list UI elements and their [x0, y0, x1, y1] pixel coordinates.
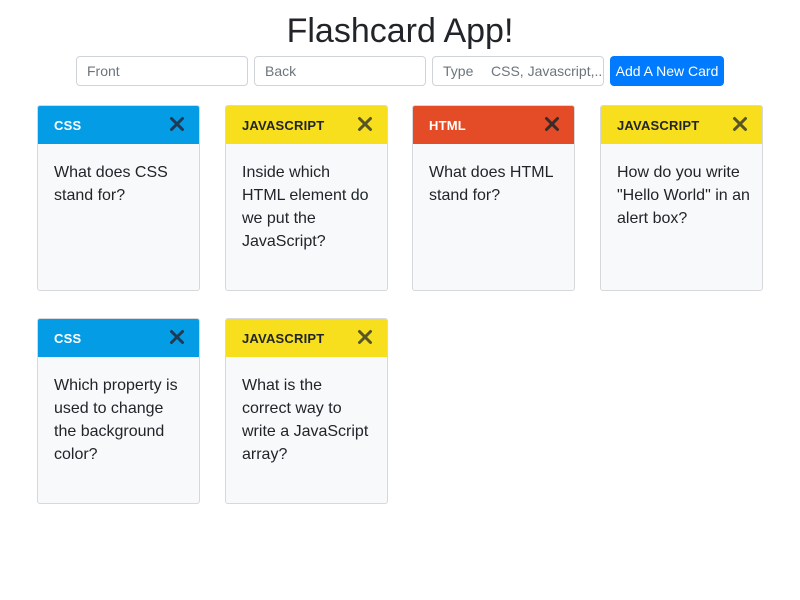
card-question: What does CSS stand for?	[54, 164, 168, 204]
card-header: JAVASCRIPT	[226, 319, 387, 357]
close-icon[interactable]	[732, 116, 748, 132]
back-input-placeholder: Back	[265, 63, 297, 79]
card-question: What does HTML stand for?	[429, 164, 553, 204]
flashcard[interactable]: JAVASCRIPT How do you write "Hello World"…	[600, 105, 763, 291]
page-title: Flashcard App!	[286, 12, 514, 50]
close-icon[interactable]	[169, 329, 185, 345]
close-icon[interactable]	[169, 116, 185, 132]
card-type-label: JAVASCRIPT	[242, 118, 325, 133]
card-type-label: CSS	[54, 118, 82, 133]
flashcard[interactable]: HTML What does HTML stand for?	[412, 105, 575, 291]
card-header: HTML	[413, 106, 574, 144]
flashcard[interactable]: JAVASCRIPT Inside which HTML element do w…	[225, 105, 388, 291]
front-input-placeholder: Front	[87, 63, 120, 79]
close-icon[interactable]	[357, 329, 373, 345]
card-question: Inside which HTML element do we put the …	[242, 164, 369, 250]
type-select[interactable]: Type CSS, Javascript,...	[432, 56, 604, 86]
card-header: JAVASCRIPT	[601, 106, 762, 144]
card-question: What is the correct way to write a JavaS…	[242, 377, 369, 463]
back-input[interactable]: Back	[254, 56, 426, 86]
card-type-label: HTML	[429, 118, 466, 133]
card-type-label: JAVASCRIPT	[617, 118, 700, 133]
card-type-label: JAVASCRIPT	[242, 331, 325, 346]
type-select-label: Type	[443, 63, 474, 79]
card-header: JAVASCRIPT	[226, 106, 387, 144]
front-input[interactable]: Front	[76, 56, 248, 86]
type-select-placeholder: CSS, Javascript,...	[491, 63, 601, 79]
flashcard[interactable]: CSS Which property is used to change the …	[37, 318, 200, 504]
card-question: Which property is used to change the bac…	[54, 377, 178, 463]
card-question: How do you write "Hello World" in an ale…	[617, 164, 750, 227]
card-type-label: CSS	[54, 331, 82, 346]
flashcard[interactable]: JAVASCRIPT What is the correct way to wri…	[225, 318, 388, 504]
close-icon[interactable]	[544, 116, 560, 132]
card-header: CSS	[38, 106, 199, 144]
flashcard[interactable]: CSS What does CSS stand for?	[37, 105, 200, 291]
add-card-button[interactable]: Add A New Card	[610, 56, 724, 86]
card-header: CSS	[38, 319, 199, 357]
close-icon[interactable]	[357, 116, 373, 132]
